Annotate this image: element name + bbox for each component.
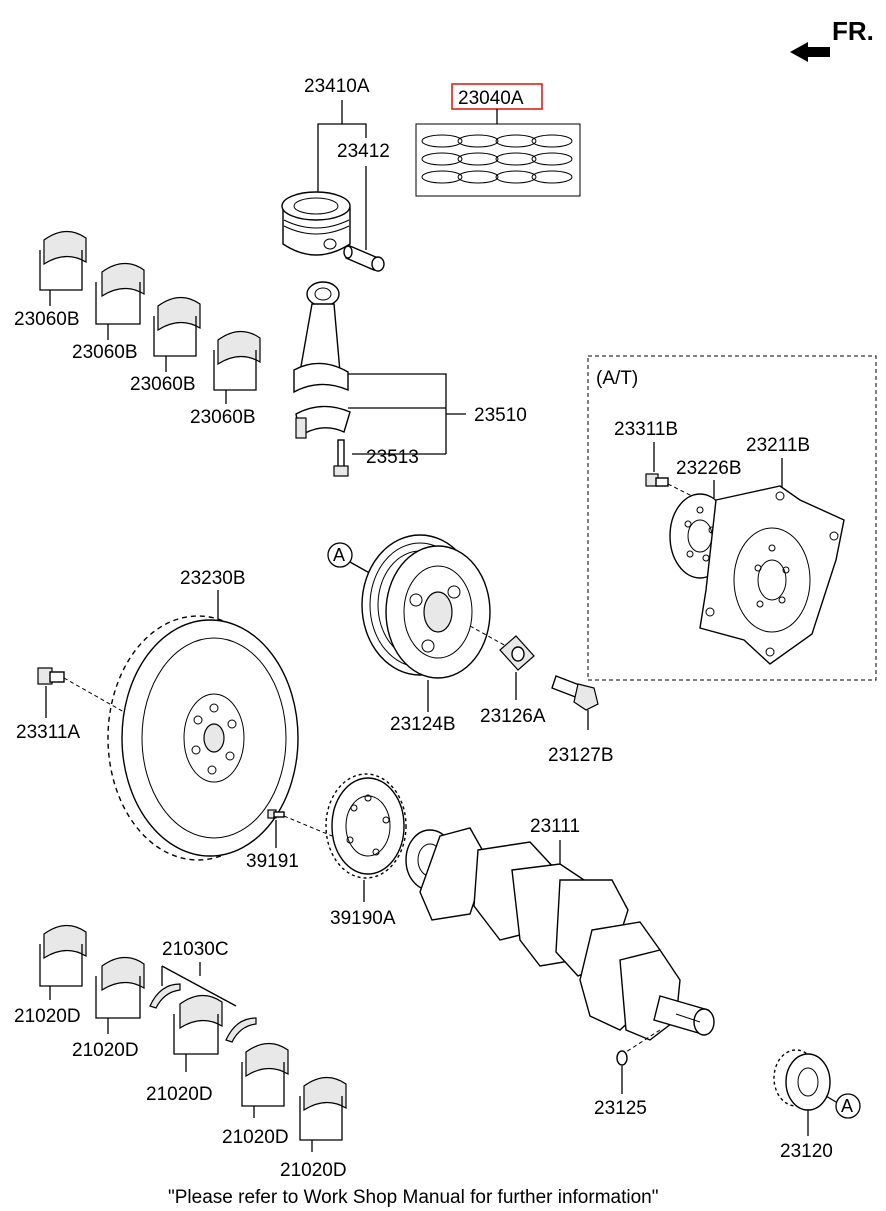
crankshaft-key-drawing bbox=[616, 1050, 628, 1066]
label-main-bearing-1[interactable]: 21020D bbox=[14, 1006, 81, 1027]
label-crankshaft[interactable]: 23111 bbox=[530, 816, 580, 837]
label-at-group: (A/T) bbox=[596, 368, 638, 389]
label-rod-bolt[interactable]: 23513 bbox=[366, 447, 419, 468]
crank-pulley-drawing bbox=[361, 534, 491, 679]
label-rod-bearing-2[interactable]: 23060B bbox=[72, 342, 138, 363]
front-direction-indicator: FR. bbox=[790, 16, 874, 62]
label-drive-plate[interactable]: 23211B bbox=[746, 435, 810, 456]
drive-plate-drawing bbox=[699, 485, 845, 665]
pulley-washer-drawing bbox=[499, 635, 535, 671]
ring-set-callout[interactable]: 23040A bbox=[415, 83, 581, 197]
pulley-bolt-drawing bbox=[551, 675, 599, 711]
label-flywheel-bolt[interactable]: 23311A bbox=[16, 722, 80, 743]
drive-plate-bolt-drawing bbox=[645, 473, 669, 487]
label-rod-bearing-3[interactable]: 23060B bbox=[130, 374, 196, 395]
flywheel-bolt-drawing bbox=[37, 667, 65, 685]
piston-rings-drawing bbox=[421, 134, 573, 184]
label-bolt-at[interactable]: 23311B bbox=[614, 419, 678, 440]
connecting-rod-drawing bbox=[293, 281, 351, 439]
crank-sprocket-drawing bbox=[773, 1049, 831, 1111]
thrust-washer-drawings bbox=[149, 983, 257, 1043]
reference-a-top: A bbox=[327, 542, 383, 581]
label-flywheel[interactable]: 23230B bbox=[180, 568, 246, 589]
label-rod-bearing-4[interactable]: 23060B bbox=[190, 407, 256, 428]
label-connecting-rod[interactable]: 23510 bbox=[474, 405, 527, 426]
crankshaft-drawing bbox=[405, 827, 715, 1041]
label-rod-bearing-1[interactable]: 23060B bbox=[14, 309, 80, 330]
label-crank-pulley[interactable]: 23124B bbox=[390, 714, 456, 735]
rod-bolt-drawing bbox=[333, 439, 349, 477]
piston-drawing bbox=[281, 191, 351, 256]
label-pulley-bolt[interactable]: 23127B bbox=[548, 745, 614, 766]
label-spacer-plate[interactable]: 23226B bbox=[676, 458, 742, 479]
rod-bearing-drawings bbox=[43, 230, 261, 366]
label-crank-sprocket[interactable]: 23120 bbox=[780, 1141, 833, 1162]
footer-note: "Please refer to Work Shop Manual for fu… bbox=[168, 1187, 658, 1208]
reference-a-bottom: A bbox=[825, 1093, 861, 1119]
ref-a-bottom-label: A bbox=[841, 1096, 853, 1116]
label-tone-wheel-screw[interactable]: 39191 bbox=[246, 851, 299, 872]
label-ring-set[interactable]: 23040A bbox=[458, 88, 524, 109]
tone-wheel-drawing bbox=[325, 773, 407, 879]
label-main-bearing-4[interactable]: 21020D bbox=[222, 1127, 289, 1148]
label-main-bearing-2[interactable]: 21020D bbox=[72, 1040, 139, 1061]
front-label: FR. bbox=[832, 16, 874, 46]
label-main-bearing-5[interactable]: 21020D bbox=[280, 1160, 347, 1181]
front-arrow-icon bbox=[790, 42, 830, 62]
label-piston[interactable]: 23410A bbox=[304, 76, 370, 97]
label-crankshaft-key[interactable]: 23125 bbox=[594, 1098, 647, 1119]
piston-pin-drawing bbox=[343, 245, 385, 272]
ref-a-top-label: A bbox=[333, 545, 345, 565]
label-thrust-washer[interactable]: 21030C bbox=[162, 939, 229, 960]
automatic-transmission-group: (A/T) 23311B 23226B 23211B bbox=[587, 355, 877, 681]
label-piston-pin[interactable]: 23412 bbox=[337, 141, 390, 162]
main-bearing-drawings bbox=[43, 924, 347, 1112]
label-tone-wheel[interactable]: 39190A bbox=[330, 908, 396, 929]
tone-wheel-screw-drawing bbox=[267, 809, 285, 819]
flywheel-drawing bbox=[107, 615, 299, 861]
label-main-bearing-3[interactable]: 21020D bbox=[146, 1084, 213, 1105]
label-pulley-washer[interactable]: 23126A bbox=[480, 706, 546, 727]
